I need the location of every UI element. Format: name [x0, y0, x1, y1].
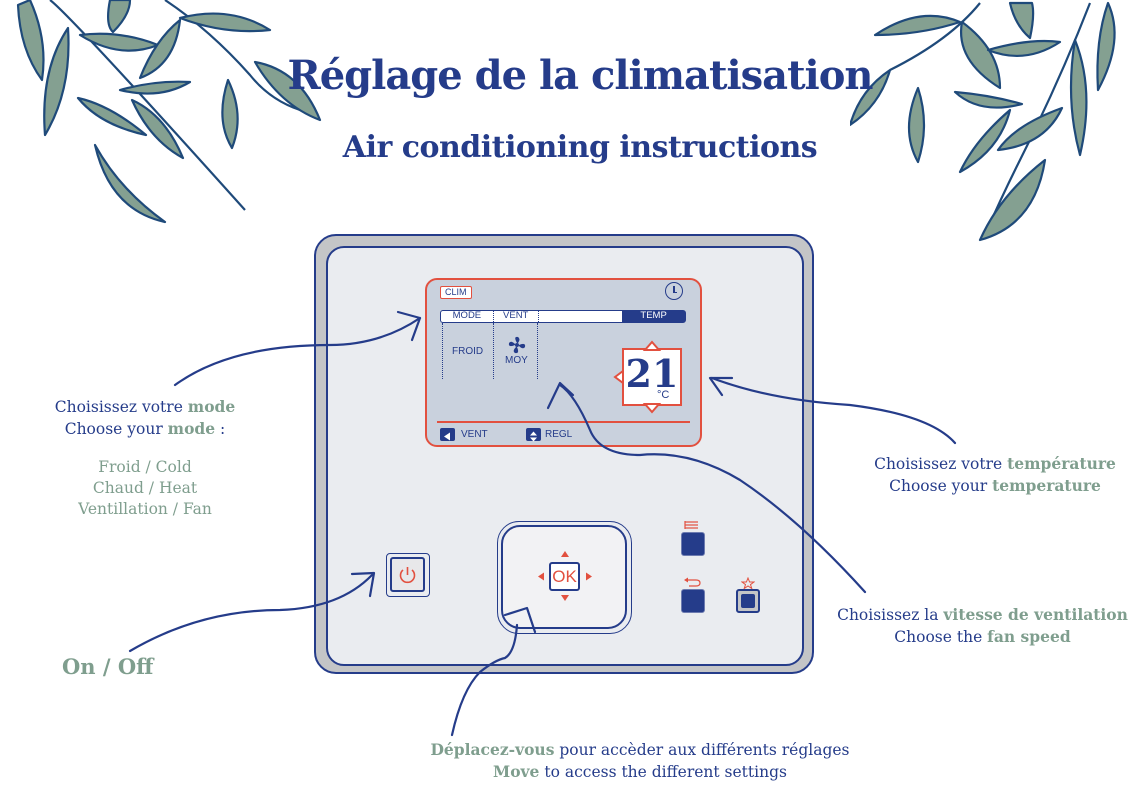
nav-right-arrow-icon [586, 572, 592, 581]
power-icon [399, 567, 416, 584]
caption-highlight: mode [167, 419, 216, 438]
back-arrow-icon [684, 577, 701, 587]
caption-highlight: température [1007, 454, 1116, 473]
column-divider [442, 323, 443, 379]
caption-highlight: mode [187, 397, 236, 416]
mode-tag: CLIM [440, 286, 472, 299]
tab-vent[interactable]: VENT [494, 311, 539, 322]
tab-temp[interactable]: TEMP [622, 311, 685, 322]
mode-value: FROID [452, 346, 484, 357]
menu-button[interactable] [681, 532, 705, 556]
clock-icon [665, 282, 683, 300]
caption-text: Choisissez votre [54, 398, 188, 416]
mode-options-list: Froid / Cold Chaud / Heat Ventillation /… [40, 457, 250, 520]
fan-icon [508, 336, 526, 354]
temp-left-arrow-icon [613, 369, 624, 385]
ok-button[interactable]: OK [549, 562, 580, 591]
leaves-decoration-left [16, 0, 322, 224]
mode-caption-line1: Choisissez votre mode [40, 396, 250, 418]
caption-text: Choisissez votre [874, 455, 1008, 473]
star-icon [741, 577, 755, 589]
column-divider [537, 323, 538, 379]
tab-empty [539, 311, 623, 322]
fan-speed-value: MOY [505, 355, 528, 366]
page-title: Réglage de la climatisation [287, 52, 873, 99]
caption-highlight: Move [493, 762, 540, 781]
navigate-caption-line1: Déplacez-vous pour accèder aux différent… [380, 739, 900, 761]
fan-caption-line1: Choisissez la vitesse de ventilation [830, 604, 1135, 626]
mode-caption: Choisissez votre mode Choose your mode : [40, 396, 250, 440]
nav-down-arrow-icon [561, 595, 569, 601]
temperature-caption: Choisissez votre température Choose your… [855, 453, 1135, 497]
caption-highlight: vitesse de ventilation [943, 605, 1128, 624]
back-button[interactable] [681, 589, 705, 613]
caption-text: pour accèder aux différents réglages [554, 741, 850, 759]
column-divider [493, 323, 494, 379]
caption-text: to access the different settings [539, 763, 787, 781]
caption-text: Choisissez la [837, 606, 944, 624]
favorite-button[interactable] [736, 589, 760, 613]
left-triangle-icon[interactable] [440, 428, 455, 441]
power-button[interactable] [386, 553, 430, 597]
fan-caption: Choisissez la vitesse de ventilation Cho… [830, 604, 1135, 648]
temperature-caption-line1: Choisissez votre température [855, 453, 1135, 475]
mode-option-heat: Chaud / Heat [92, 479, 198, 497]
navigate-caption-line2: Move to access the different settings [380, 761, 900, 783]
page-subtitle: Air conditioning instructions [342, 130, 818, 165]
temperature-unit: °C [657, 389, 670, 401]
power-caption: On / Off [62, 654, 154, 679]
power-button-face [390, 557, 425, 592]
soft-key-vent-label: VENT [461, 429, 488, 440]
navigate-caption: Déplacez-vous pour accèder aux différent… [380, 739, 900, 783]
mode-caption-line2: Choose your mode : [40, 418, 250, 440]
mode-option-fan: Ventillation / Fan [78, 500, 212, 518]
leaves-decoration-right [850, 1, 1116, 242]
mode-option-cold: Froid / Cold [98, 458, 192, 476]
soft-key-regl-label: REGL [545, 429, 573, 440]
nav-up-arrow-icon [561, 551, 569, 557]
caption-highlight: fan speed [987, 627, 1071, 646]
up-down-icon[interactable] [526, 428, 541, 442]
caption-highlight: Déplacez-vous [430, 740, 555, 759]
screen-divider [437, 421, 690, 423]
temperature-value: 21 [625, 351, 679, 396]
temp-up-arrow-icon [642, 340, 662, 351]
caption-highlight: temperature [992, 476, 1101, 495]
screen-tab-bar: MODE VENT TEMP [440, 310, 686, 323]
caption-text: : [215, 420, 226, 438]
caption-text: Choose your [889, 477, 993, 495]
tab-mode[interactable]: MODE [441, 311, 494, 322]
favorite-button-face [741, 594, 755, 608]
nav-left-arrow-icon [538, 572, 544, 581]
temperature-caption-line2: Choose your temperature [855, 475, 1135, 497]
menu-lines-icon [684, 521, 698, 529]
caption-text: Choose the [894, 628, 988, 646]
fan-caption-line2: Choose the fan speed [830, 626, 1135, 648]
caption-text: Choose your [64, 420, 168, 438]
temp-down-arrow-icon [642, 403, 662, 414]
